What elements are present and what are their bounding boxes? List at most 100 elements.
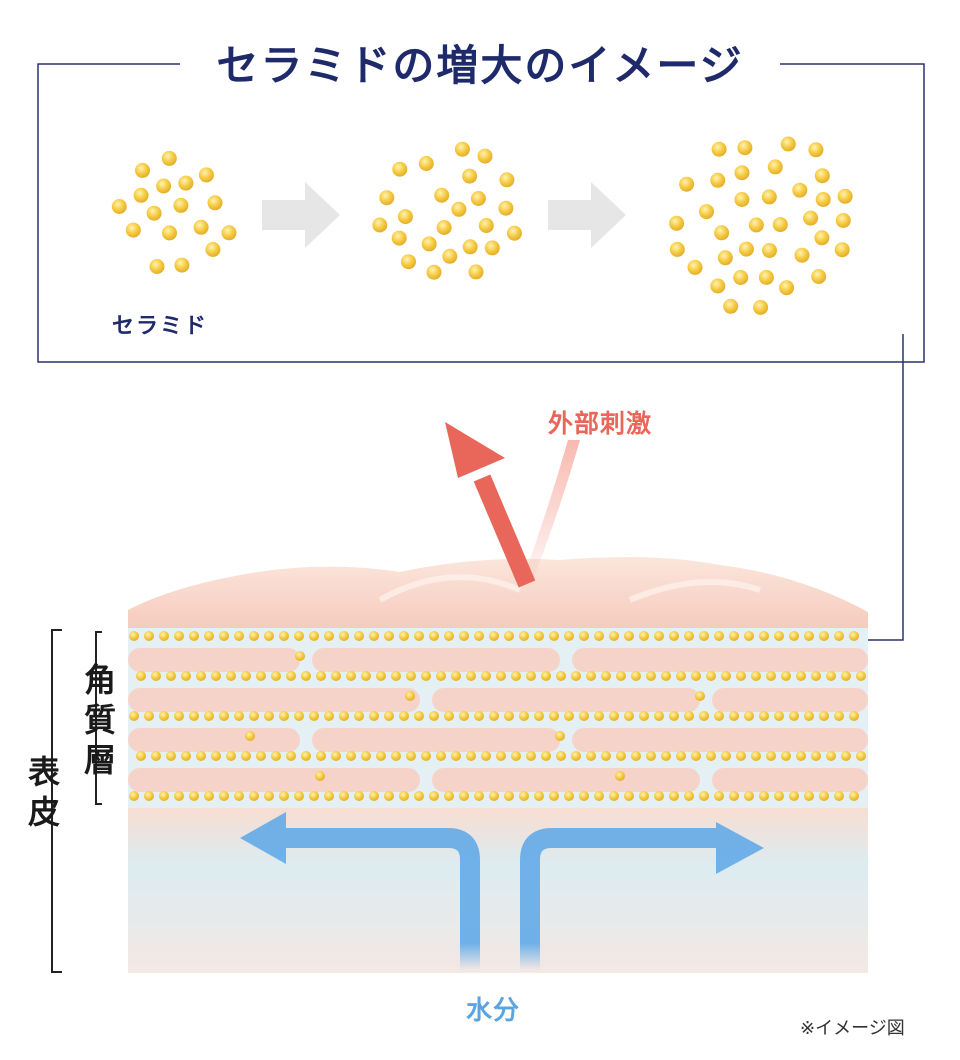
ceramide-dot bbox=[401, 254, 416, 270]
ceramide-dot bbox=[384, 631, 394, 641]
ceramide-dot bbox=[316, 671, 326, 681]
ceramide-dot bbox=[849, 631, 859, 641]
ceramide-dot bbox=[499, 172, 515, 188]
ceramide-dot bbox=[391, 751, 401, 761]
ceramide-dot bbox=[594, 791, 604, 801]
ceramide-dot bbox=[151, 751, 161, 761]
ceramide-dot bbox=[849, 711, 859, 721]
ceramide-dot bbox=[691, 751, 701, 761]
ceramide-dot bbox=[751, 751, 761, 761]
ceramide-dot bbox=[717, 250, 733, 266]
ceramide-dot bbox=[196, 751, 206, 761]
ceramide-dot bbox=[695, 691, 705, 701]
ceramide-dot bbox=[496, 671, 506, 681]
ceramide-dot bbox=[789, 631, 799, 641]
ceramide-dot bbox=[699, 204, 714, 220]
ceramide-label: セラミド bbox=[112, 314, 209, 339]
ceramide-dot bbox=[477, 148, 493, 164]
ceramide-dot bbox=[556, 751, 566, 761]
ceramide-dot bbox=[751, 671, 761, 681]
ceramide-dot bbox=[315, 771, 325, 781]
ceramide-dot bbox=[803, 210, 819, 226]
ceramide-dot bbox=[361, 671, 371, 681]
ceramide-dot bbox=[774, 711, 784, 721]
ceramide-clusters bbox=[111, 136, 853, 315]
external-stimulus-arrow bbox=[445, 422, 580, 588]
ceramide-dot bbox=[294, 631, 304, 641]
ceramide-dot bbox=[646, 751, 656, 761]
ceramide-dot bbox=[159, 711, 169, 721]
ceramide-dot bbox=[444, 711, 454, 721]
ceramide-dot bbox=[615, 771, 625, 781]
water-label: 水分 bbox=[466, 996, 521, 1026]
ceramide-dot bbox=[481, 751, 491, 761]
ceramide-dot bbox=[249, 791, 259, 801]
ceramide-dot bbox=[414, 631, 424, 641]
ceramide-dot bbox=[814, 168, 830, 184]
ceramide-dot bbox=[301, 671, 311, 681]
ceramide-dot bbox=[774, 631, 784, 641]
ceramide-dot bbox=[661, 751, 671, 761]
ceramide-dot bbox=[161, 150, 177, 166]
ceramide-dot bbox=[772, 217, 788, 233]
ceramide-dot bbox=[759, 711, 769, 721]
ceramide-dot bbox=[804, 631, 814, 641]
ceramide-dot bbox=[369, 791, 379, 801]
ceramide-dot bbox=[489, 791, 499, 801]
ceramide-dot bbox=[511, 751, 521, 761]
ceramide-dot bbox=[204, 631, 214, 641]
ceramide-dot bbox=[526, 751, 536, 761]
ceramide-dot bbox=[781, 751, 791, 761]
ceramide-dot bbox=[601, 751, 611, 761]
ceramide-dot bbox=[354, 711, 364, 721]
ceramide-dot bbox=[436, 671, 446, 681]
ceramide-dot bbox=[294, 711, 304, 721]
ceramide-dot bbox=[166, 671, 176, 681]
stratum-corneum-bracket bbox=[95, 631, 102, 805]
ceramide-dot bbox=[534, 791, 544, 801]
ceramide-dot bbox=[234, 631, 244, 641]
ceramide-dot bbox=[429, 711, 439, 721]
ceramide-dot bbox=[226, 751, 236, 761]
ceramide-dot bbox=[759, 791, 769, 801]
ceramide-dot bbox=[654, 711, 664, 721]
ceramide-dot bbox=[189, 631, 199, 641]
ceramide-dot bbox=[354, 631, 364, 641]
ceramide-dot bbox=[256, 671, 266, 681]
ceramide-dot bbox=[193, 219, 209, 235]
ceramide-dot bbox=[796, 671, 806, 681]
ceramide-dot bbox=[555, 731, 565, 741]
ceramide-dot bbox=[399, 631, 409, 641]
ceramide-dot bbox=[736, 751, 746, 761]
ceramide-dot bbox=[444, 631, 454, 641]
ceramide-dot bbox=[346, 671, 356, 681]
ceramide-dot bbox=[714, 631, 724, 641]
ceramide-dot bbox=[149, 259, 165, 274]
ceramide-dot bbox=[714, 711, 724, 721]
ceramide-dot bbox=[421, 236, 437, 252]
ceramide-dot bbox=[684, 791, 694, 801]
ceramide-dot bbox=[759, 631, 769, 641]
ceramide-dot bbox=[526, 671, 536, 681]
ceramide-dot bbox=[264, 711, 274, 721]
ceramide-dot bbox=[699, 631, 709, 641]
ceramide-dot bbox=[676, 751, 686, 761]
ceramide-dot bbox=[639, 711, 649, 721]
ceramide-dot bbox=[736, 671, 746, 681]
ceramide-dot bbox=[534, 631, 544, 641]
ceramide-dot bbox=[815, 192, 831, 207]
ceramide-dot bbox=[174, 791, 184, 801]
ceramide-dot bbox=[714, 225, 730, 241]
ceramide-dot bbox=[758, 269, 774, 285]
ceramide-dot bbox=[156, 178, 172, 194]
ceramide-dot bbox=[721, 751, 731, 761]
ceramide-dot bbox=[219, 791, 229, 801]
ceramide-dot bbox=[748, 217, 764, 233]
ceramide-dot bbox=[631, 751, 641, 761]
ceramide-dot bbox=[729, 791, 739, 801]
ceramide-dot bbox=[451, 671, 461, 681]
ceramide-dot bbox=[579, 711, 589, 721]
ceramide-dot bbox=[129, 631, 139, 641]
ceramide-dot bbox=[286, 671, 296, 681]
